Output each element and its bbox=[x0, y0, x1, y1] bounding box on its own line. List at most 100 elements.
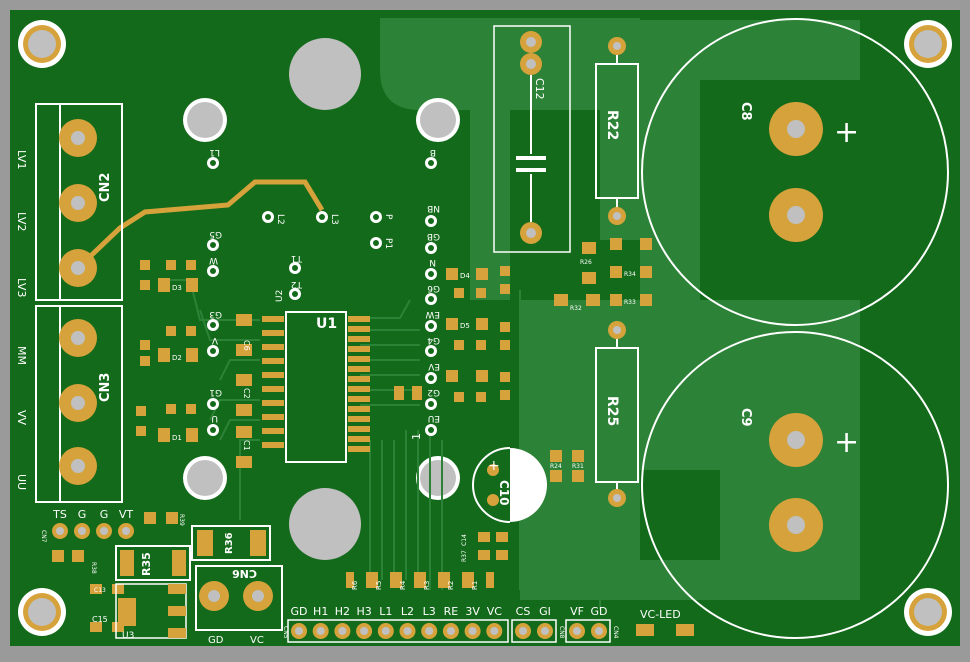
u2-label: U2 bbox=[275, 290, 285, 302]
tl-header-drill bbox=[100, 527, 108, 535]
main-header-drill bbox=[490, 627, 499, 635]
r37-label: R37 bbox=[461, 550, 468, 562]
d5-label: D5 bbox=[460, 322, 470, 330]
main-header-label: RE bbox=[444, 605, 459, 618]
pin1-label: 1 bbox=[410, 433, 423, 440]
c2-label: C2 bbox=[242, 388, 251, 399]
u1-label: U1 bbox=[316, 316, 337, 332]
tl-header-label: G bbox=[100, 508, 109, 521]
tl-header-drill bbox=[56, 527, 64, 535]
main-header-label: L2 bbox=[401, 605, 414, 618]
c9-plus: + bbox=[834, 425, 859, 460]
net-n: N bbox=[429, 257, 436, 267]
power-trace bbox=[76, 179, 325, 270]
c10-body bbox=[472, 447, 547, 523]
main-header-drill bbox=[468, 627, 477, 635]
c9-label: C9 bbox=[738, 408, 753, 427]
header3-drill bbox=[573, 627, 581, 635]
bottom-headers bbox=[287, 619, 611, 643]
cn6-label: CN6 bbox=[232, 567, 257, 580]
bottom-left-parts bbox=[115, 525, 283, 639]
r34-label: R34 bbox=[624, 271, 636, 278]
d4-label: D4 bbox=[460, 272, 470, 280]
main-header-label: 3V bbox=[465, 605, 480, 618]
net-gb: GB bbox=[427, 231, 440, 241]
tl-header-label: TS bbox=[52, 508, 67, 521]
copper-pour bbox=[380, 18, 860, 600]
cn4-label: CN4 bbox=[612, 626, 619, 639]
net-p: P bbox=[383, 214, 393, 220]
header3-label: VF bbox=[570, 605, 584, 618]
header3-label: GD bbox=[591, 605, 608, 618]
lv3-label: LV3 bbox=[15, 278, 28, 297]
r35-label: R35 bbox=[140, 552, 153, 576]
main-header-drill bbox=[403, 627, 412, 635]
cn3-label: CN3 bbox=[98, 373, 113, 402]
c8-label: C8 bbox=[738, 102, 753, 121]
cn7-label: CN7 bbox=[40, 530, 47, 543]
u3-label: U3 bbox=[122, 631, 134, 641]
r39-label: R39 bbox=[178, 514, 185, 526]
main-header-label: H2 bbox=[335, 605, 350, 618]
c12-outline bbox=[493, 25, 571, 253]
net-p1: P1 bbox=[383, 238, 393, 249]
smd-pads bbox=[52, 238, 694, 636]
main-header-label: GD bbox=[291, 605, 308, 618]
r22-label: R22 bbox=[604, 110, 620, 140]
header2-label: GI bbox=[539, 605, 551, 618]
tl-header-drill bbox=[78, 527, 86, 535]
c10-label: C10 bbox=[497, 480, 511, 506]
net-l1: L1 bbox=[209, 147, 220, 157]
u1-outline bbox=[285, 311, 347, 463]
r38-label: R38 bbox=[90, 562, 97, 574]
resistor-row-label: R4 bbox=[399, 580, 407, 590]
silkscreen-text: U1 CN2 CN3 CN6 C8 C9 C10 C12 R22 R25 R35… bbox=[15, 78, 859, 646]
c12-label: C12 bbox=[533, 78, 546, 100]
top-left-header-pads bbox=[52, 523, 134, 539]
resistor-row-label: R6 bbox=[351, 580, 359, 590]
main-header-label: H1 bbox=[313, 605, 328, 618]
net-u: U bbox=[211, 413, 218, 423]
tl-header-label: VT bbox=[119, 508, 134, 521]
c13-label: C13 bbox=[94, 587, 106, 594]
net-l2: L2 bbox=[275, 214, 285, 225]
r36-label: R36 bbox=[224, 532, 235, 554]
net-ew: EW bbox=[425, 309, 440, 319]
main-header-drill bbox=[338, 627, 347, 635]
tl-header-drill bbox=[122, 527, 130, 535]
main-header-drill bbox=[425, 627, 434, 635]
u1-pins bbox=[262, 316, 370, 452]
tl-header-label: G bbox=[78, 508, 87, 521]
main-header-drill bbox=[316, 627, 325, 635]
net-eu: EU bbox=[428, 413, 440, 423]
r26-label: R26 bbox=[580, 259, 592, 266]
r24-label: R24 bbox=[550, 463, 562, 470]
vc-led-label: VC-LED bbox=[640, 608, 681, 621]
uu-label: UU bbox=[15, 474, 28, 490]
main-header-drill bbox=[381, 627, 390, 635]
net-g4: G4 bbox=[427, 335, 440, 345]
resistor-row-label: R2 bbox=[447, 581, 455, 590]
net-g5: G5 bbox=[209, 229, 222, 239]
r32-label: R32 bbox=[570, 305, 582, 312]
net-t1: T1 bbox=[291, 253, 303, 263]
main-header-label: H3 bbox=[356, 605, 371, 618]
net-g2: G2 bbox=[427, 387, 440, 397]
d2-label: D2 bbox=[172, 354, 182, 362]
header-pads bbox=[291, 623, 607, 639]
header2-label: CS bbox=[516, 605, 531, 618]
main-header-label: VC bbox=[487, 605, 503, 618]
lv1-label: LV1 bbox=[15, 150, 28, 169]
terminal-drills bbox=[71, 131, 85, 473]
resistor-row-label: R1 bbox=[471, 581, 479, 590]
net-nb: NB bbox=[427, 203, 440, 213]
header2-drill bbox=[519, 627, 527, 635]
mounting-holes bbox=[18, 20, 952, 636]
header3-drill bbox=[595, 627, 603, 635]
cn6-pin-vc: VC bbox=[250, 635, 264, 646]
main-header-label: L1 bbox=[379, 605, 392, 618]
d3-label: D3 bbox=[172, 284, 182, 292]
net-g6: G6 bbox=[427, 283, 440, 293]
